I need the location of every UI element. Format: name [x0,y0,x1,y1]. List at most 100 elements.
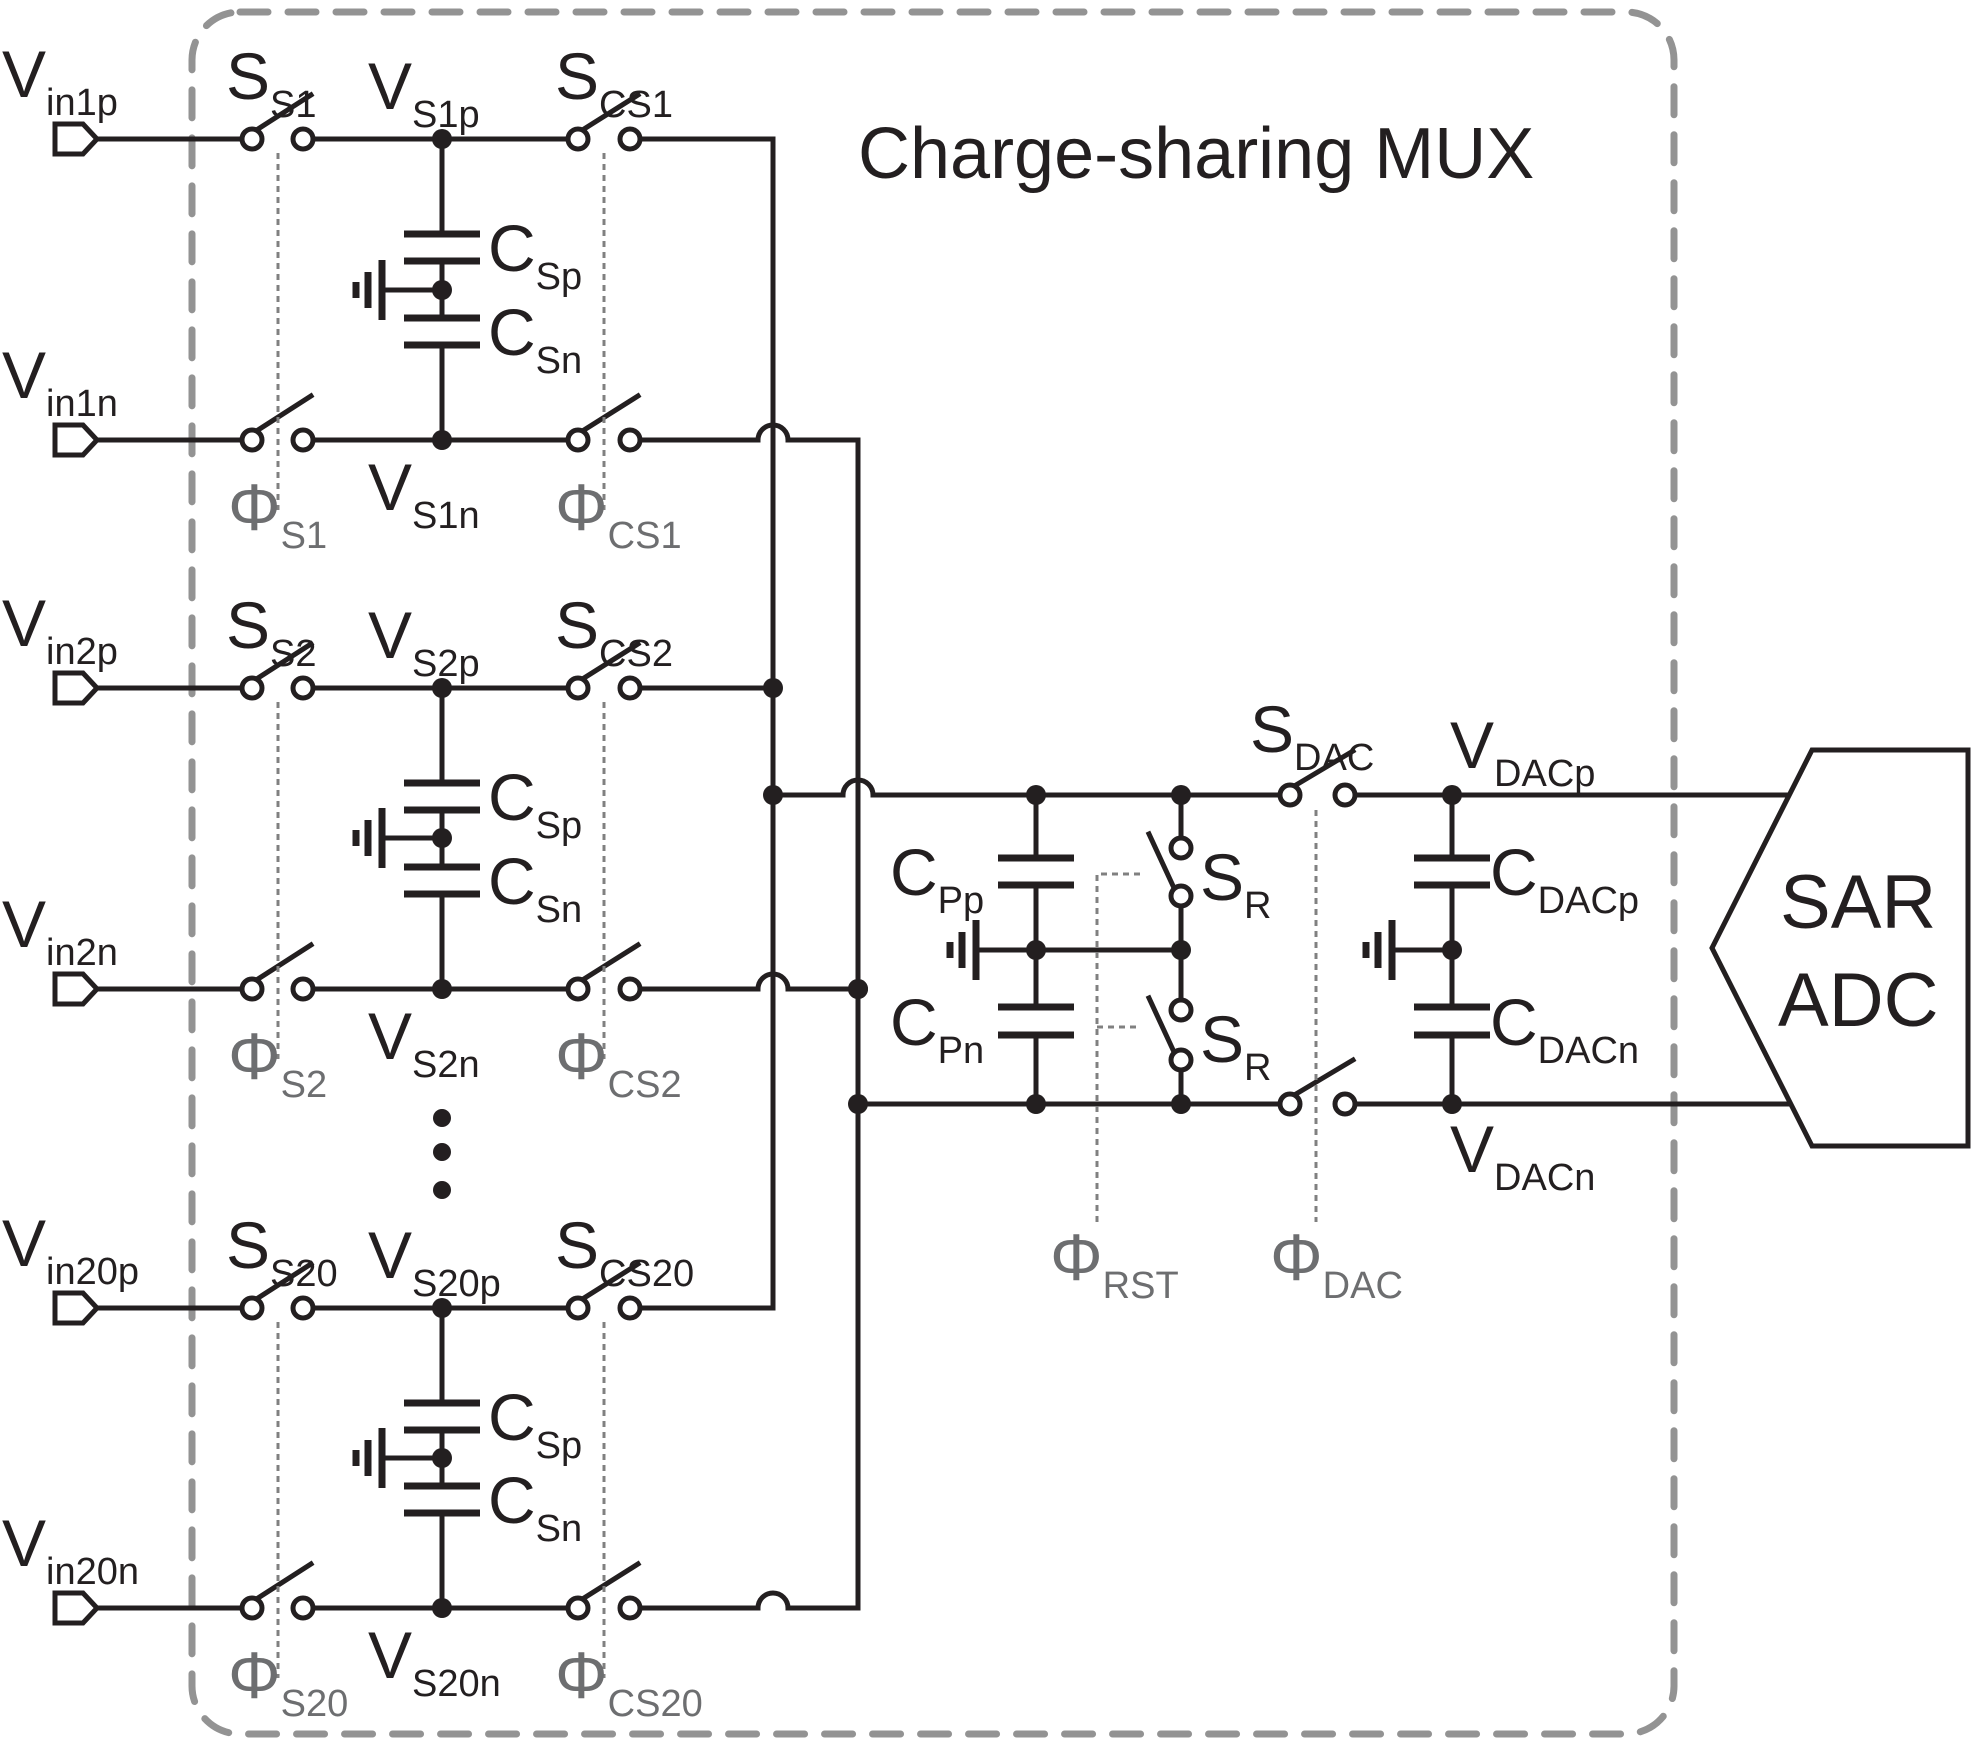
mux-boundary [188,8,1678,1738]
switch-blade [1145,830,1178,892]
switch-blade [254,1560,315,1602]
sampling-switch-p [239,1260,316,1321]
node-dot-n [432,1598,452,1618]
sampling-switch-n [239,1560,316,1621]
sampling-capacitor-p [404,1399,480,1434]
switch-terminal-right [617,1295,643,1321]
switch-blade [580,392,642,434]
label-sr-bottom: SR [1200,1002,1271,1089]
switch-terminal-left [1277,1091,1303,1117]
label-charge-share-switch: SCS2 [555,588,673,675]
label-vs-p: VS1p [368,49,480,136]
input-port-p-icon [52,121,101,157]
label-csn: CSn [488,295,582,382]
switch-terminal-left [1277,782,1303,808]
switch-blade [580,1560,642,1602]
vdac-p-wire [773,777,1280,798]
switch-blade [254,941,315,983]
mux-title: Charge-sharing MUX [858,114,1534,194]
label-vin-p: Vin2p [2,586,118,673]
switch-terminal-right [617,675,643,701]
node-dot-n [432,979,452,999]
switch-terminal-right [617,1595,643,1621]
reset-switch-top [1145,830,1194,909]
input-port-p-icon [52,1290,101,1326]
sar-adc-block: SAR ADC [1709,747,1971,1149]
label-vs-n: VS20n [368,1618,501,1705]
switch-terminal-left [565,1295,591,1321]
label-csn: CSn [488,1463,582,1550]
node-dot-n [432,430,452,450]
switch-terminal-right [290,976,316,1002]
ground-icon [352,1428,445,1488]
switch-blade [580,941,642,983]
label-cdac-n: CDACn [1490,985,1639,1072]
cp-bottom-dot [1026,1094,1046,1114]
sar-adc-label-line2: ADC [1778,958,1938,1043]
sr-bottom-dot [1171,1094,1191,1114]
label-vin-n: Vin2n [2,887,118,974]
label-sampling-switch: SS20 [226,1208,338,1295]
switch-terminal-top [1168,997,1194,1023]
switch-blade [580,640,642,682]
to-n-bus-wire [640,1590,858,1611]
switch-blade [1145,994,1178,1056]
switch-terminal-left [239,1595,265,1621]
switch-terminal-left [239,976,265,1002]
to-n-bus-wire [640,971,858,992]
sampling-capacitor-n [404,314,480,349]
label-phi-cs: ΦCS1 [555,470,682,557]
switch-terminal-right [290,1295,316,1321]
switch-terminal-right [290,1595,316,1621]
switch-terminal-left [565,427,591,453]
label-vdac-n: VDACn [1450,1112,1595,1199]
dac-switch-n [1277,1056,1358,1117]
label-vin-n: Vin20n [2,1506,139,1593]
input-port-p-icon [52,670,101,706]
label-vin-n: Vin1n [2,338,118,425]
input-port-n-icon [52,1590,101,1626]
switch-terminal-right [617,126,643,152]
dac-capacitor-n [1414,1003,1490,1039]
label-vs-p: VS20p [368,1218,501,1305]
sar-adc-label-line1: SAR [1780,860,1936,945]
label-phi-s: ΦS1 [228,470,327,557]
switch-blade [254,640,315,682]
label-sampling-switch: SS1 [226,39,317,126]
node-dot-p [432,1298,452,1318]
sampling-switch-p [239,640,316,701]
label-vin-p: Vin1p [2,37,118,124]
to-n-bus-wire [640,422,858,443]
node-dot-p [432,129,452,149]
switch-terminal-right [1332,1091,1358,1117]
label-cpp: CPp [890,835,984,922]
ground-icon [352,260,445,320]
switch-terminal-right [617,976,643,1002]
label-sampling-switch: SS2 [226,588,317,675]
switch-terminal-top [1168,835,1194,861]
switch-terminal-left [565,1595,591,1621]
label-sr-top: SR [1200,840,1271,927]
switch-blade [254,1260,315,1302]
cp-top-dot [1026,785,1046,805]
n-bus-row2-dot [848,979,868,999]
switch-blade [580,91,642,133]
switch-blade [254,91,315,133]
sampling-capacitor-n [404,863,480,898]
label-vs-n: VS1n [368,450,480,537]
switch-terminal-right [290,675,316,701]
label-phi-s: ΦS2 [228,1019,327,1106]
parasitic-capacitor-n [998,1003,1074,1039]
charge-share-switch-n [565,1560,643,1621]
dac-switch-p [1277,747,1358,808]
label-phi-s: ΦS20 [228,1638,348,1725]
label-vdac-p: VDACp [1450,708,1595,795]
label-vs-p: VS2p [368,598,480,685]
sar-adc-shape [1709,747,1971,1149]
label-phi-cs: ΦCS20 [555,1638,703,1725]
sr-gnd-dot [1171,940,1191,960]
clock-link-rst [1095,872,1140,1222]
